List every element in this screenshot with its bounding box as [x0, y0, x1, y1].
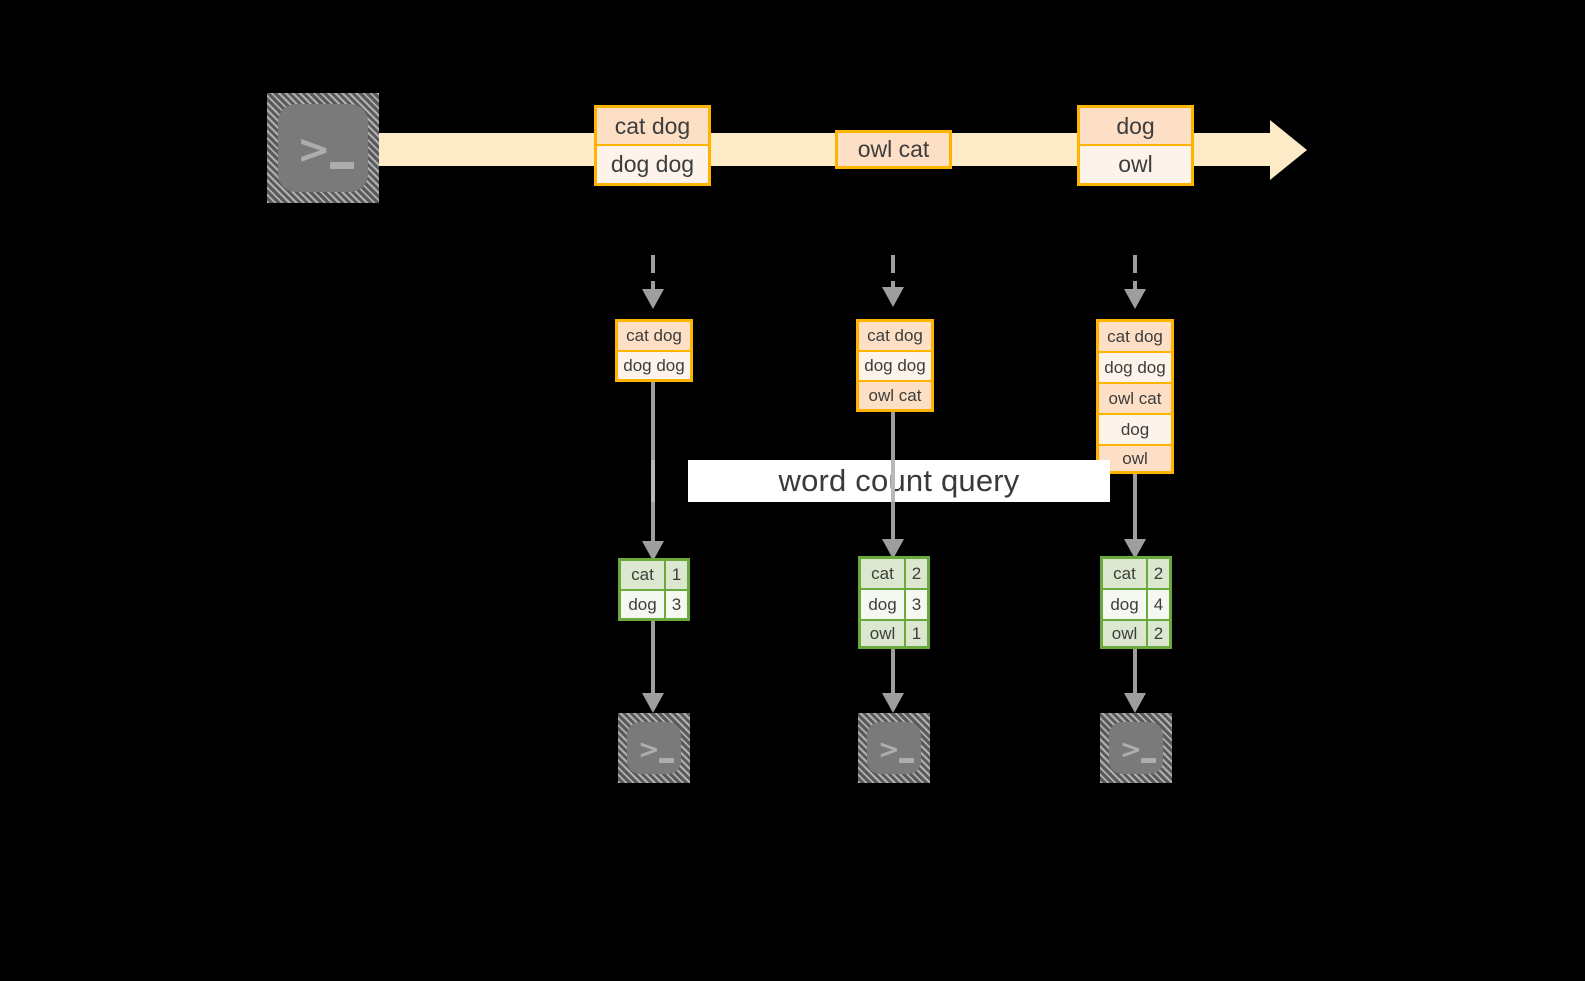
accumulated-line: owl cat: [859, 382, 931, 409]
result-word-cell: cat: [861, 559, 906, 588]
trigger-arrow-head-2: [882, 287, 904, 307]
accumulated-line: cat dog: [1099, 322, 1171, 353]
result-row: dog 3: [861, 590, 927, 621]
result-row: cat 1: [621, 561, 687, 591]
result-count-cell: 2: [1148, 621, 1169, 646]
result-table-2[interactable]: cat 2 dog 3 owl 1: [858, 556, 930, 649]
result-word-cell: dog: [621, 591, 666, 618]
stream-line: dog dog: [597, 146, 708, 183]
stream-batch-1[interactable]: cat dog dog dog: [594, 105, 711, 186]
terminal-prompt-caret: [330, 162, 354, 169]
accumulated-records-3[interactable]: cat dog dog dog owl cat dog owl: [1096, 319, 1174, 474]
query-arrow-stem-3: [1133, 474, 1137, 545]
stream-arrow-head: [1270, 120, 1307, 180]
trigger-arrow-dash-2: [891, 255, 895, 273]
result-table-3[interactable]: cat 2 dog 4 owl 2: [1100, 556, 1172, 649]
result-count-cell: 2: [1148, 559, 1169, 588]
accumulated-records-2[interactable]: cat dog dog dog owl cat: [856, 319, 934, 412]
source-terminal-icon[interactable]: >: [267, 93, 379, 203]
terminal-prompt-chevron: >: [297, 127, 331, 173]
accumulated-line: cat dog: [618, 322, 690, 352]
terminal-prompt-chevron: >: [638, 735, 660, 765]
terminal-prompt-caret: [899, 758, 914, 763]
terminal-prompt-caret: [1141, 758, 1156, 763]
query-banner: word count query: [688, 460, 1110, 502]
query-arrow-overlay-1: [651, 460, 655, 502]
result-count-cell: 2: [906, 559, 927, 588]
terminal-screen: >: [627, 722, 681, 774]
stream-batch-3[interactable]: dog owl: [1077, 105, 1194, 186]
sink-terminal-icon-3[interactable]: >: [1100, 713, 1172, 783]
query-arrow-head-3: [1124, 539, 1146, 559]
sink-arrow-stem-1: [651, 621, 655, 699]
terminal-screen: >: [867, 722, 921, 774]
query-arrow-overlay-2: [891, 460, 895, 502]
trigger-arrow-head-1: [642, 289, 664, 309]
sink-arrow-stem-2: [891, 649, 895, 699]
accumulated-records-1[interactable]: cat dog dog dog: [615, 319, 693, 382]
accumulated-line: dog dog: [1099, 353, 1171, 384]
sink-arrow-stem-3: [1133, 649, 1137, 699]
stream-line: owl cat: [838, 133, 949, 166]
result-row: owl 1: [861, 621, 927, 646]
stream-line: dog: [1080, 108, 1191, 146]
query-arrow-head-1: [642, 541, 664, 561]
terminal-prompt-chevron: >: [1120, 735, 1142, 765]
stream-line: cat dog: [597, 108, 708, 146]
result-table-1[interactable]: cat 1 dog 3: [618, 558, 690, 621]
result-row: dog 4: [1103, 590, 1169, 621]
terminal-prompt-chevron: >: [878, 735, 900, 765]
result-word-cell: dog: [1103, 590, 1148, 619]
sink-arrow-head-3: [1124, 693, 1146, 713]
query-banner-label: word count query: [778, 463, 1020, 498]
trigger-arrow-dash-1: [651, 255, 655, 273]
result-word-cell: owl: [861, 621, 906, 646]
accumulated-line: dog dog: [618, 352, 690, 379]
terminal-screen: >: [1109, 722, 1163, 774]
result-count-cell: 1: [666, 561, 687, 589]
result-row: dog 3: [621, 591, 687, 618]
result-count-cell: 3: [666, 591, 687, 618]
result-count-cell: 1: [906, 621, 927, 646]
sink-terminal-icon-1[interactable]: >: [618, 713, 690, 783]
accumulated-line: cat dog: [859, 322, 931, 352]
terminal-screen: >: [278, 104, 368, 192]
sink-arrow-head-1: [642, 693, 664, 713]
accumulated-line: owl: [1099, 446, 1171, 471]
trigger-arrow-head-3: [1124, 289, 1146, 309]
result-word-cell: dog: [861, 590, 906, 619]
result-word-cell: owl: [1103, 621, 1148, 646]
result-row: owl 2: [1103, 621, 1169, 646]
accumulated-line: dog dog: [859, 352, 931, 382]
accumulated-line: dog: [1099, 415, 1171, 446]
trigger-arrow-dash-3: [1133, 255, 1137, 273]
query-arrow-head-2: [882, 539, 904, 559]
result-count-cell: 4: [1148, 590, 1169, 619]
result-word-cell: cat: [1103, 559, 1148, 588]
result-word-cell: cat: [621, 561, 666, 589]
result-row: cat 2: [1103, 559, 1169, 590]
result-row: cat 2: [861, 559, 927, 590]
sink-arrow-head-2: [882, 693, 904, 713]
result-count-cell: 3: [906, 590, 927, 619]
stream-batch-2[interactable]: owl cat: [835, 130, 952, 169]
sink-terminal-icon-2[interactable]: >: [858, 713, 930, 783]
accumulated-line: owl cat: [1099, 384, 1171, 415]
stream-line: owl: [1080, 146, 1191, 183]
terminal-prompt-caret: [659, 758, 674, 763]
